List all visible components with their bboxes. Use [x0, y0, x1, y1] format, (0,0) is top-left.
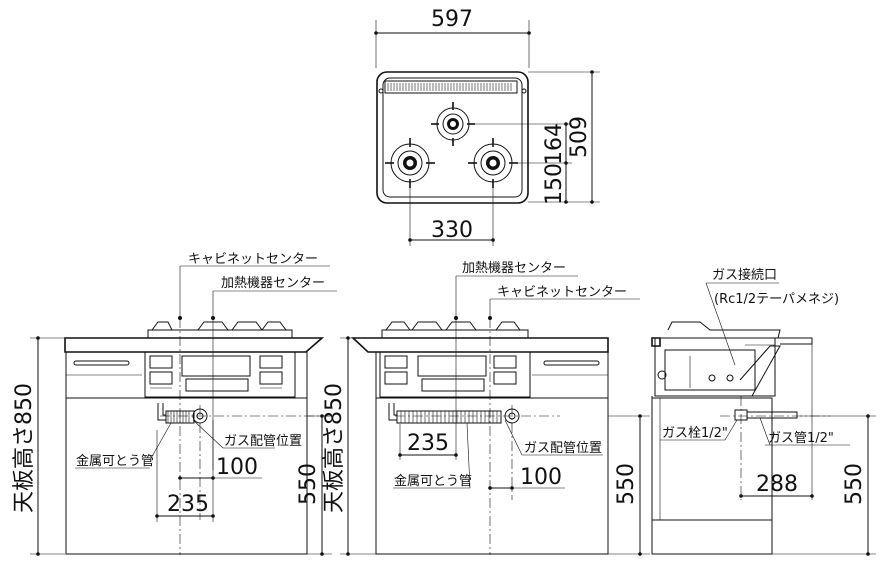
- gas-flex-pipe: [157, 403, 208, 424]
- label-gas-pipe-position-mid: ガス配管位置: [524, 441, 602, 456]
- dim-550-mid: 550: [614, 463, 639, 505]
- drawer-handle: [73, 360, 130, 366]
- dim-counter-height-mid: 天板高さ850: [322, 383, 347, 513]
- cooktop-side: [654, 321, 781, 397]
- cooktop-front-mid: [379, 321, 531, 398]
- cooktop-top-outline: [376, 71, 529, 204]
- right-burner: [468, 138, 518, 188]
- dim-counter-height-left: 天板高さ850: [12, 383, 37, 513]
- left-burner: [385, 138, 435, 188]
- label-cabinet-center: キャビネットセンター: [188, 252, 318, 267]
- dim-288: 288: [756, 472, 798, 497]
- dim-150: 150: [542, 163, 567, 205]
- gas-flex-pipe-mid: [388, 403, 520, 424]
- rear-burner: [431, 102, 475, 146]
- dim-509: 509: [567, 116, 592, 158]
- label-gas-valve: ガス栓1/2": [662, 426, 728, 441]
- gas-pipe-side: [746, 411, 798, 419]
- dim-100-mid: 100: [520, 465, 562, 490]
- dim-100-left: 100: [216, 455, 258, 480]
- top-view: 597: [374, 7, 600, 246]
- label-thread: (Rc1/2テーパメネジ): [714, 292, 839, 307]
- label-heater-center: 加熱機器センター: [221, 276, 325, 291]
- label-gas-pipe: ガス管1/2": [768, 431, 834, 446]
- cooktop-front: [144, 321, 296, 398]
- left-front-view: キャビネットセンター 加熱機器センター: [12, 252, 337, 556]
- dim-597: 597: [431, 7, 473, 32]
- dim-235-left: 235: [167, 492, 209, 517]
- dim-550-left: 550: [296, 463, 321, 505]
- label-cabinet-center-mid: キャビネットセンター: [497, 285, 627, 300]
- dim-330: 330: [431, 218, 473, 243]
- cabinet-side: [651, 397, 773, 555]
- countertop-side: [652, 337, 813, 345]
- label-gas-pipe-position: ガス配管位置: [224, 434, 302, 449]
- dim-550-side: 550: [842, 463, 867, 505]
- countertop-mid: [350, 337, 609, 353]
- countertop: [64, 337, 325, 353]
- label-flex-pipe-mid: 金属可とう管: [394, 473, 472, 489]
- label-heater-center-mid: 加熱機器センター: [462, 261, 566, 276]
- middle-front-view: 加熱機器センター キャビネットセンター: [322, 261, 650, 556]
- label-flex-pipe: 金属可とう管: [76, 453, 154, 469]
- dim-164: 164: [542, 123, 567, 165]
- drawer-handle-mid: [543, 360, 600, 366]
- label-gas-connection: ガス接続口: [712, 267, 777, 283]
- side-view: ガス接続口 (Rc1/2テーパメネジ) ガス栓1/2" ガス管: [651, 267, 876, 556]
- dim-235-mid: 235: [407, 431, 449, 456]
- rear-vent-grille: [387, 83, 512, 91]
